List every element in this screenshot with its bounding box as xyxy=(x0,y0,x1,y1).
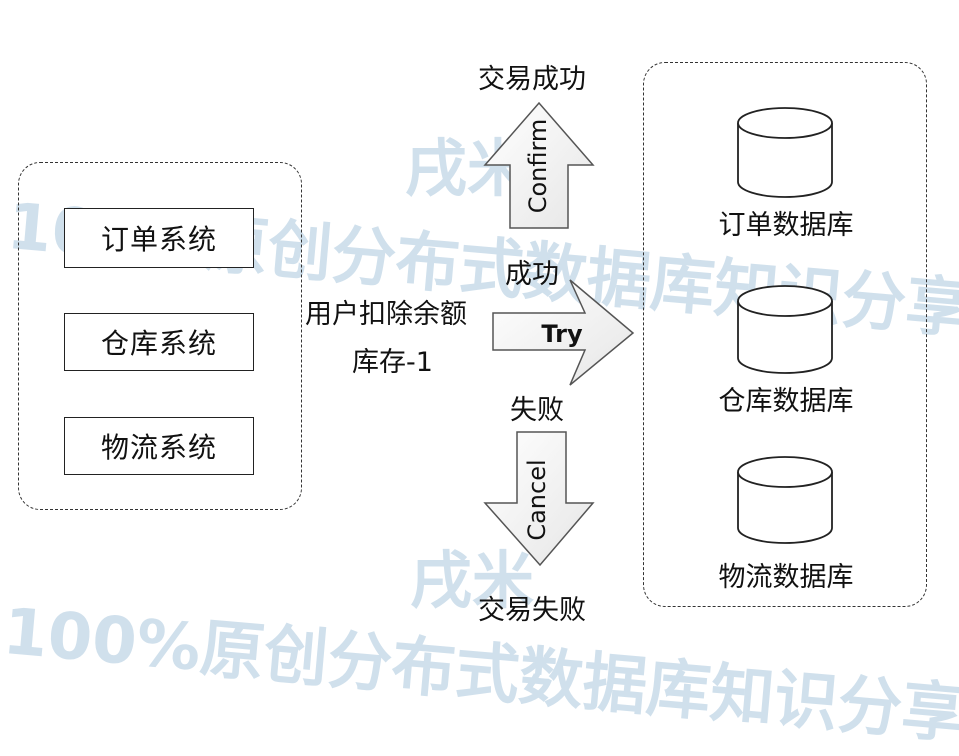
systems-group xyxy=(18,162,302,510)
confirm-arrow: Confirm xyxy=(483,101,595,229)
arrows-layer: Confirm Try Cancel xyxy=(483,101,635,567)
order-database-label: 订单数据库 xyxy=(718,210,854,241)
try-label: Try xyxy=(541,320,583,348)
try-failure-label: 失败 xyxy=(510,395,564,426)
action-text-line1: 用户扣除余额 xyxy=(305,299,467,330)
warehouse-system-box: 仓库系统 xyxy=(64,313,254,371)
logistics-system-box: 物流系统 xyxy=(64,417,254,475)
confirm-label: Confirm xyxy=(524,119,552,214)
warehouse-database-icon xyxy=(737,285,833,374)
order-system-box: 订单系统 xyxy=(64,208,254,268)
transaction-failure-label: 交易失败 xyxy=(478,595,586,626)
database-cylinders xyxy=(737,107,833,544)
logistics-database-label: 物流数据库 xyxy=(718,562,854,593)
transaction-success-label: 交易成功 xyxy=(478,64,586,95)
try-arrow: Try xyxy=(492,279,635,386)
try-success-label: 成功 xyxy=(505,259,559,290)
logistics-database-icon xyxy=(737,456,833,544)
order-database-icon xyxy=(737,107,833,198)
cancel-label: Cancel xyxy=(523,459,551,540)
warehouse-database-label: 仓库数据库 xyxy=(718,386,854,417)
watermark-name-bottom: 戌米 xyxy=(410,544,535,617)
action-text-line2: 库存-1 xyxy=(352,347,433,378)
databases-group xyxy=(643,62,927,607)
cancel-arrow: Cancel xyxy=(483,431,595,567)
